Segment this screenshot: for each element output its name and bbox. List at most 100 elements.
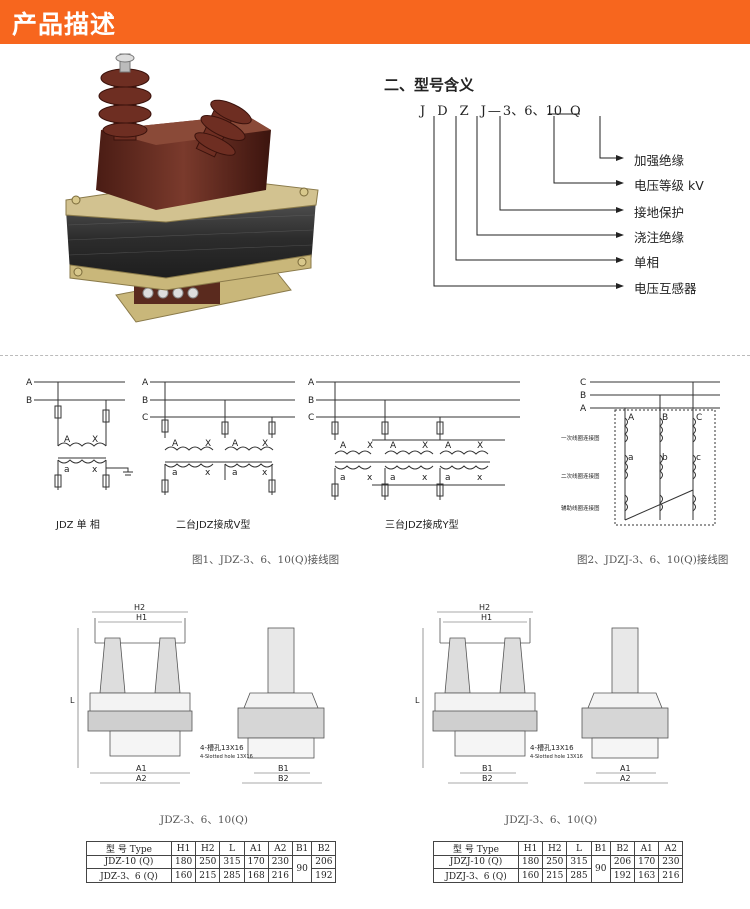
dim-caption-right: JDZJ-3、6、10(Q) [505, 814, 598, 826]
svg-text:a: a [628, 453, 634, 463]
dim-a2-left: A2 [136, 774, 147, 783]
th-l: L [566, 841, 592, 856]
meaning-cast: 浇注绝缘 [634, 230, 685, 245]
dim-b1-left: B1 [278, 764, 289, 773]
divider [0, 355, 750, 356]
code-d: D [437, 104, 448, 119]
svg-text:A: A [232, 439, 239, 449]
svg-text:B: B [142, 396, 148, 406]
svg-text:A: A [390, 441, 397, 451]
svg-text:A: A [172, 439, 179, 449]
code-dash: — [487, 104, 501, 119]
svg-text:A: A [340, 441, 347, 451]
cell: 215 [195, 868, 221, 883]
code-voltage: 3、6、10 [502, 104, 563, 119]
svg-text:X: X [367, 441, 373, 451]
svg-text:b: b [662, 453, 668, 463]
meaning-voltage-transformer: 电压互感器 [634, 281, 697, 296]
dim-h2-right: H2 [479, 603, 490, 612]
cell: 315 [566, 855, 592, 869]
svg-text:B: B [580, 391, 586, 401]
v-connection-label: 二台JDZ接成V型 [176, 518, 250, 531]
svg-text:a: a [172, 468, 178, 478]
meaning-reinforced: 加强绝缘 [634, 153, 685, 168]
code-q: Q [570, 104, 581, 119]
y-connection-label: 三台JDZ接成Y型 [385, 518, 459, 531]
cell: 230 [658, 855, 684, 869]
th-a1: A1 [243, 841, 269, 856]
dim-caption-left: JDZ-3、6、10(Q) [160, 814, 248, 826]
table-row: JDZJ-3、6 (Q) 160 215 285 192 163 216 [433, 868, 684, 883]
cell: 170 [243, 855, 269, 869]
secondary-coil-label: 二次线圈连接图 [561, 472, 600, 480]
th-b1: B1 [590, 841, 611, 856]
svg-text:x: x [477, 473, 483, 483]
dim-l-right: L [415, 696, 420, 705]
svg-text:B: B [26, 396, 32, 406]
meaning-voltage: 电压等级 kV [634, 178, 704, 193]
svg-text:x: x [422, 473, 428, 483]
th-h1: H1 [517, 841, 544, 856]
table-row: JDZ-3、6 (Q) 160 215 285 168 216 192 [86, 868, 337, 883]
svg-text:X: X [422, 441, 428, 451]
svg-text:a: a [340, 473, 346, 483]
hole-label-en-left: 4-Slotted hole 13X16 [200, 754, 253, 760]
cell: 216 [267, 868, 293, 883]
cell: JDZ-10 (Q) [86, 855, 172, 869]
th-b1: B1 [291, 841, 313, 856]
cell: 168 [243, 868, 269, 883]
th-h2: H2 [195, 841, 221, 856]
table-row: JDZJ-10 (Q) 180 250 315 90 206 170 230 [433, 855, 684, 883]
svg-text:A: A [26, 378, 33, 388]
table-header-row: 型 号 Type H1 H2 L A1 A2 B1 B2 [86, 841, 337, 856]
svg-text:A: A [64, 435, 71, 445]
dim-l-left: L [70, 696, 75, 705]
fig2-caption: 图2、JDZJ-3、6、10(Q)接线图 [577, 554, 729, 566]
svg-text:C: C [142, 413, 148, 423]
th-a1: A1 [634, 841, 660, 856]
hole-label-left: 4-槽孔13X16 [200, 743, 244, 752]
svg-text:A: A [142, 378, 149, 388]
th-h1: H1 [170, 841, 197, 856]
cell: 315 [219, 855, 245, 869]
th-b2: B2 [609, 841, 636, 856]
cell: 285 [219, 868, 245, 883]
code-j: J [420, 104, 426, 119]
section-header: 产品描述 [0, 0, 750, 44]
dim-h1-right: H1 [481, 613, 492, 622]
svg-text:A: A [445, 441, 452, 451]
dim-a1-left: A1 [136, 764, 147, 773]
cell: JDZJ-10 (Q) [433, 855, 519, 869]
cell-merged: 90 [590, 855, 611, 883]
svg-text:C: C [308, 413, 314, 423]
svg-text:B: B [662, 413, 668, 423]
svg-text:C: C [696, 413, 702, 423]
cell: 160 [170, 868, 197, 883]
spec-table-left: 型 号 Type H1 H2 L A1 A2 B1 B2 JDZ-10 (Q) … [86, 841, 337, 883]
svg-text:X: X [262, 439, 268, 449]
dim-h2-left: H2 [134, 603, 145, 612]
spec-table-right: 型 号 Type H1 H2 L B1 B2 A1 A2 JDZJ-10 (Q)… [433, 841, 684, 883]
code-z: Z [459, 104, 469, 119]
table-header-row: 型 号 Type H1 H2 L B1 B2 A1 A2 [433, 841, 684, 856]
cell: 163 [634, 868, 660, 883]
svg-text:x: x [367, 473, 373, 483]
model-meaning-title: 二、型号含义 [384, 76, 475, 94]
dimension-drawings: H2 H1 L A1 A2 B1 B2 H2 H1 L B1 B2 A1 A2 … [70, 603, 669, 784]
svg-text:a: a [64, 465, 70, 475]
svg-text:a: a [390, 473, 396, 483]
svg-text:a: a [445, 473, 451, 483]
model-meaning-lines [433, 113, 624, 289]
th-type: 型 号 Type [86, 841, 172, 856]
th-l: L [219, 841, 245, 856]
single-phase-label: JDZ 单 相 [55, 518, 100, 531]
meaning-grounding: 接地保护 [634, 205, 685, 220]
th-a2: A2 [267, 841, 293, 856]
cell: 180 [170, 855, 197, 869]
cell: 160 [517, 868, 544, 883]
fig1-caption: 图1、JDZ-3、6、10(Q)接线图 [192, 554, 340, 566]
svg-text:B: B [308, 396, 314, 406]
aux-coil-label: 辅助线圈连接图 [561, 504, 600, 512]
